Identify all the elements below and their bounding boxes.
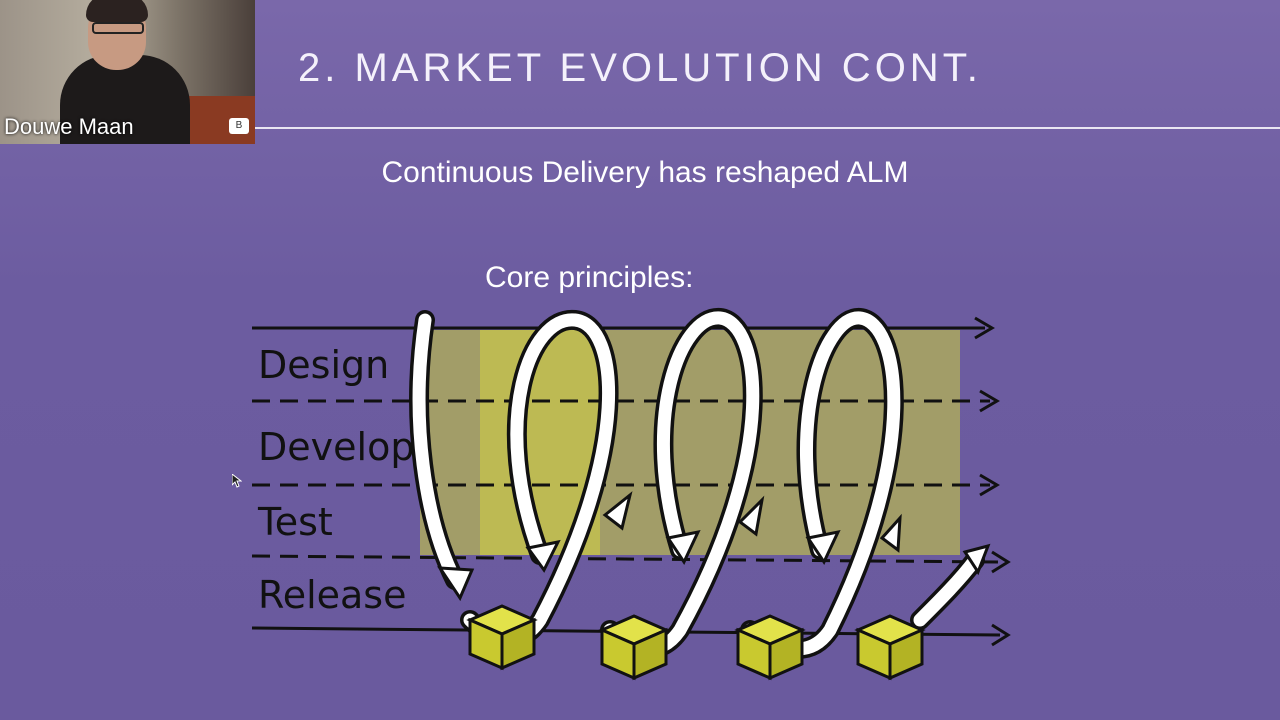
package-cube-icon: [854, 614, 926, 681]
arrowhead-icon: [979, 473, 1000, 497]
lane-line-test: [251, 554, 1001, 564]
package-cube-icon: [466, 604, 538, 671]
lane-label-test: Test: [257, 500, 333, 544]
arrowhead-icon: [979, 389, 1000, 413]
lane-label-release: Release: [258, 573, 406, 617]
lane-label-develop: Develop: [258, 425, 414, 469]
participant-glasses: [92, 22, 144, 34]
participant-name: Douwe Maan: [4, 114, 134, 139]
release-cubes: [466, 604, 926, 681]
loop-arrowheads: [437, 491, 991, 602]
arrowhead-icon: [991, 550, 1011, 574]
slide-subtitle: Continuous Delivery has reshaped ALM: [381, 156, 909, 189]
package-cube-icon: [734, 614, 806, 681]
title-divider: [255, 127, 1280, 129]
slide-title: 2. MARKET EVOLUTION CONT.: [298, 46, 982, 90]
participant-badge-icon[interactable]: B: [229, 118, 249, 134]
arrowhead-icon: [974, 316, 995, 340]
arrowhead-icon: [991, 623, 1011, 647]
continuous-delivery-diagram: Design Develop Test Release: [251, 308, 1011, 681]
core-principles-label: Core principles:: [485, 261, 694, 294]
package-cube-icon: [598, 614, 670, 681]
participant-body: [60, 55, 190, 144]
participant-video-tile[interactable]: Douwe Maan B: [0, 0, 255, 144]
lane-label-design: Design: [258, 343, 389, 387]
participant-hair: [86, 0, 148, 22]
mouse-cursor-icon: [232, 474, 242, 488]
